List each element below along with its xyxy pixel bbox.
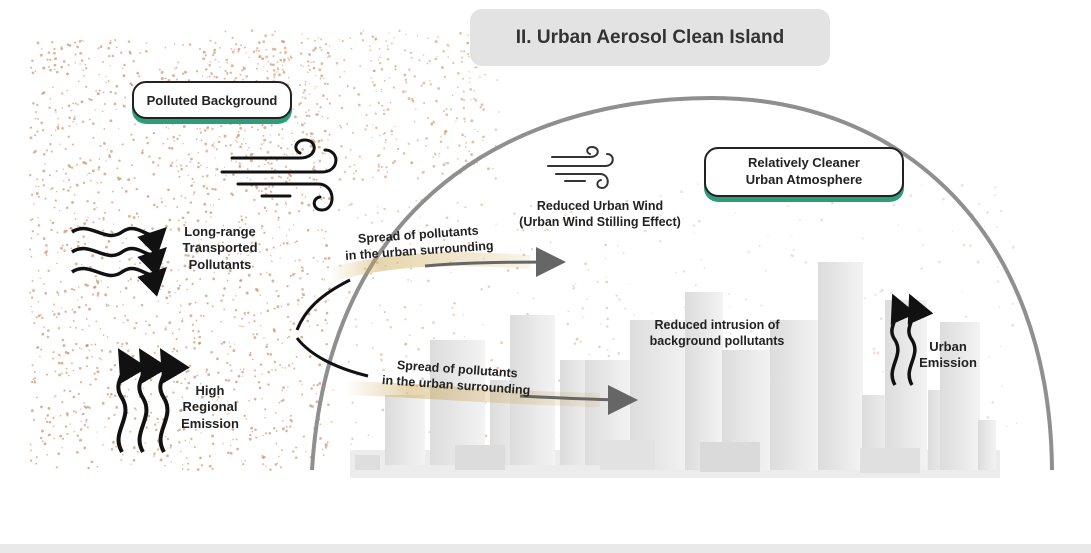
wavy-arrows-right-icon bbox=[71, 226, 167, 297]
urban-emission-line2: Emission bbox=[919, 355, 977, 371]
dome-outline bbox=[310, 95, 1054, 471]
reduced-intrusion-label: Reduced intrusion of background pollutan… bbox=[632, 318, 802, 349]
relatively-cleaner-line2: Urban Atmosphere bbox=[745, 172, 863, 187]
long-range-line2: Transported bbox=[182, 240, 258, 256]
wind-icon-small bbox=[547, 145, 614, 190]
bracket-curve-upper bbox=[295, 278, 351, 331]
high-regional-line3: Emission bbox=[181, 415, 239, 431]
reduced-wind-line1: Reduced Urban Wind bbox=[536, 199, 664, 213]
reduced-intrusion-line2: background pollutants bbox=[649, 333, 785, 348]
spread-arrow-upper bbox=[424, 247, 566, 278]
long-range-line3: Pollutants bbox=[188, 256, 252, 272]
high-regional-line1: High bbox=[195, 383, 225, 398]
long-range-line1: Long-range bbox=[184, 224, 256, 239]
urban-emission-arrows-icon bbox=[890, 293, 934, 386]
spread-arrow-lower bbox=[519, 384, 638, 415]
relatively-cleaner-line1: Relatively Cleaner bbox=[747, 155, 860, 171]
polluted-background-text: Polluted Background bbox=[146, 92, 278, 108]
reduced-intrusion-line1: Reduced intrusion of bbox=[654, 318, 780, 332]
reduced-wind-line2: (Urban Wind Stilling Effect) bbox=[519, 214, 681, 229]
bracket-curve-lower bbox=[295, 337, 369, 378]
city-skyline bbox=[350, 262, 1000, 478]
high-regional-emission-label: High Regional Emission bbox=[170, 383, 250, 432]
polluted-background-tag: Polluted Background bbox=[132, 81, 292, 119]
wind-icon bbox=[220, 138, 338, 212]
urban-emission-line1: Urban bbox=[929, 339, 967, 354]
relatively-cleaner-tag: Relatively Cleaner Urban Atmosphere bbox=[704, 147, 904, 197]
long-range-label: Long-range Transported Pollutants bbox=[170, 224, 270, 273]
urban-emission-label: Urban Emission bbox=[908, 339, 988, 372]
wavy-arrows-up-icon bbox=[116, 348, 190, 454]
bottom-scroll-bar bbox=[0, 544, 1091, 553]
high-regional-line2: Regional bbox=[182, 399, 238, 415]
reduced-urban-wind-label: Reduced Urban Wind (Urban Wind Stilling … bbox=[495, 199, 705, 230]
diagram-title: II. Urban Aerosol Clean Island bbox=[470, 9, 830, 66]
